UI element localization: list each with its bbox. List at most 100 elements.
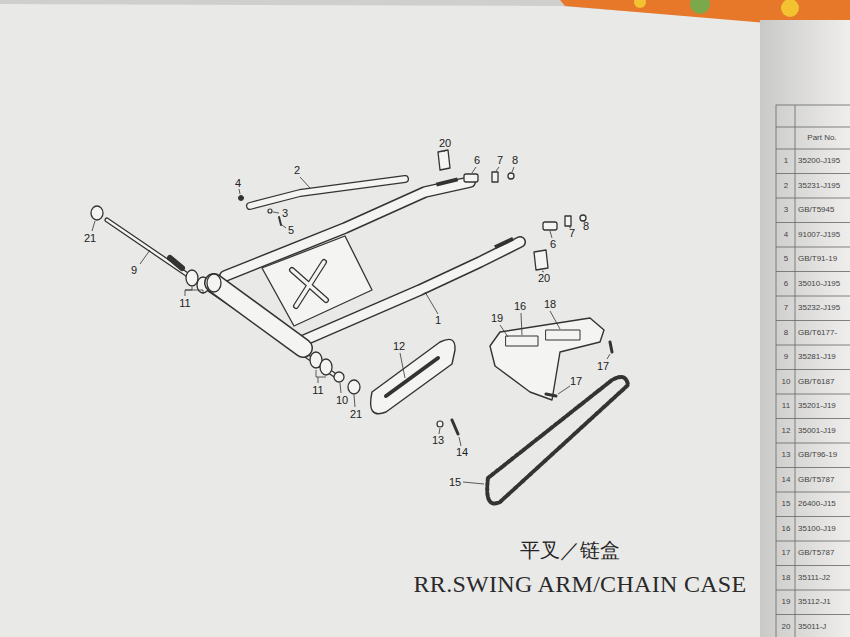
table-rule bbox=[776, 418, 850, 419]
chain-case bbox=[371, 339, 455, 413]
nut bbox=[508, 173, 514, 179]
leader-line bbox=[300, 177, 310, 188]
row-number: 20 bbox=[782, 623, 791, 631]
part-number: GB/T5945 bbox=[798, 206, 834, 214]
cloth-pattern bbox=[781, 0, 799, 17]
leader-line bbox=[459, 437, 461, 446]
callout-number: 7 bbox=[569, 228, 575, 239]
row-number: 14 bbox=[782, 476, 791, 484]
table-rule bbox=[776, 443, 850, 444]
row-number: 7 bbox=[784, 304, 788, 312]
chinese-heading: 平叉／链盒 bbox=[520, 540, 620, 560]
english-heading: RR.SWING ARM/CHAIN CASE bbox=[414, 572, 747, 596]
part-number: 35011-J bbox=[798, 623, 826, 631]
leader-line bbox=[92, 221, 95, 231]
row-number: 8 bbox=[784, 329, 788, 337]
table-rule bbox=[795, 105, 796, 637]
adjuster bbox=[543, 222, 557, 230]
callout-number: 13 bbox=[432, 435, 444, 446]
cap bbox=[348, 380, 360, 394]
callout-number: 21 bbox=[350, 409, 362, 420]
leader-line bbox=[512, 167, 514, 172]
row-number: 15 bbox=[782, 500, 791, 508]
part-number: 91007-J195 bbox=[798, 231, 840, 239]
row-number: 3 bbox=[784, 206, 788, 214]
tube-end bbox=[207, 274, 221, 292]
row-number: 17 bbox=[782, 549, 791, 557]
part-number: 35001-J19 bbox=[798, 427, 836, 435]
callout-number: 16 bbox=[514, 301, 526, 312]
leader-line bbox=[140, 250, 150, 264]
row-number: 13 bbox=[782, 451, 791, 459]
callout-number: 2 bbox=[294, 165, 300, 176]
row-number: 16 bbox=[782, 525, 791, 533]
row-number: 4 bbox=[784, 231, 788, 239]
bracket bbox=[438, 150, 450, 170]
leader-line bbox=[273, 212, 279, 213]
pin bbox=[279, 217, 281, 225]
leader-line bbox=[340, 383, 341, 393]
washer bbox=[437, 421, 443, 427]
part-number: 35201-J19 bbox=[798, 402, 836, 410]
callout-number: 11 bbox=[312, 385, 323, 396]
adjuster bbox=[464, 174, 478, 182]
callout-number: 6 bbox=[474, 155, 480, 166]
leader-lines bbox=[92, 150, 610, 484]
callout-number: 18 bbox=[544, 299, 556, 310]
table-rule bbox=[776, 492, 850, 493]
bolt bbox=[546, 394, 556, 396]
cross-mark bbox=[292, 262, 326, 306]
leader-line bbox=[425, 292, 438, 314]
table-rule bbox=[776, 614, 850, 615]
row-number: 1 bbox=[784, 157, 788, 165]
callout-number: 5 bbox=[288, 225, 294, 236]
pivot-tube bbox=[214, 283, 303, 348]
callout-number: 10 bbox=[336, 395, 348, 406]
axle-thread bbox=[170, 258, 182, 268]
callout-number: 20 bbox=[538, 273, 550, 284]
link-bar bbox=[250, 179, 405, 206]
leader-line bbox=[472, 167, 476, 173]
cross-plate bbox=[262, 236, 372, 326]
row-number: 19 bbox=[782, 598, 791, 606]
leader-line bbox=[550, 231, 552, 238]
table-rule bbox=[776, 345, 850, 346]
callout-number: 8 bbox=[583, 221, 589, 232]
cloth-pattern bbox=[690, 0, 710, 14]
leader-line bbox=[354, 395, 355, 407]
part-number: GB/T96-19 bbox=[798, 451, 837, 459]
part-number: 35232-J195 bbox=[798, 304, 840, 312]
callout-number: 20 bbox=[439, 138, 451, 149]
part-number: 35100-J19 bbox=[798, 525, 836, 533]
row-number: 5 bbox=[784, 255, 788, 263]
table-rule bbox=[776, 149, 850, 150]
row-number: 2 bbox=[784, 182, 788, 190]
table-rule bbox=[776, 127, 850, 128]
leader-bracket bbox=[316, 370, 326, 383]
callout-number: 8 bbox=[512, 155, 518, 166]
leader-line bbox=[400, 353, 405, 378]
part-number: 35281-J19 bbox=[798, 353, 836, 361]
callout-number: 11 bbox=[179, 298, 190, 309]
part-number: 26400-J15 bbox=[798, 500, 836, 508]
leader-line bbox=[239, 189, 240, 194]
callout-number: 3 bbox=[282, 208, 288, 219]
cloth-pattern bbox=[634, 0, 646, 8]
screw bbox=[452, 420, 458, 434]
table-rule bbox=[776, 271, 850, 272]
facing-page bbox=[760, 20, 850, 637]
part-number: 35010-J195 bbox=[798, 280, 840, 288]
part-number: 35200-J195 bbox=[798, 157, 840, 165]
table-rule bbox=[776, 541, 850, 542]
table-rule bbox=[776, 198, 850, 199]
bushing bbox=[186, 270, 198, 286]
table-rule bbox=[776, 320, 850, 321]
part-number: 35112-J1 bbox=[798, 598, 831, 606]
leader-line bbox=[496, 167, 499, 171]
callout-number: 17 bbox=[570, 376, 582, 387]
table-rule bbox=[776, 369, 850, 370]
row-number: 6 bbox=[784, 280, 788, 288]
cap bbox=[91, 206, 103, 220]
